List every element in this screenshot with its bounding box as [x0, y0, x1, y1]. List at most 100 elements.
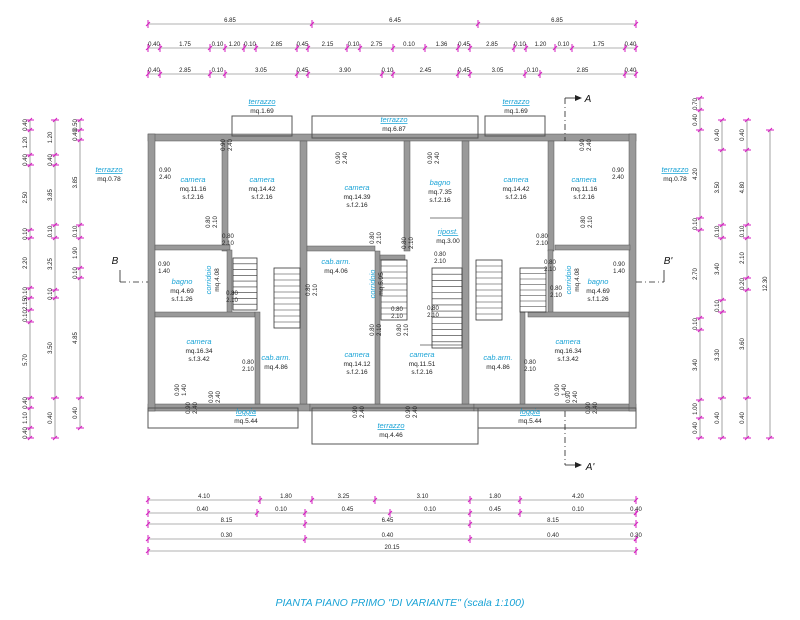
room-name: loggia — [520, 407, 540, 416]
section-arrow — [575, 462, 582, 468]
dimension-tick — [309, 21, 315, 27]
dimension-value: 0.30 — [221, 533, 233, 539]
dimension-value: 0.10 — [48, 225, 54, 237]
dimension-value: 0.40 — [23, 119, 29, 131]
room-area: mq.3.00 — [436, 238, 460, 245]
door-height-label: 2.10 — [434, 259, 446, 265]
door-width-label: 0.80 — [242, 360, 254, 366]
dimension-value: 0.40 — [740, 129, 746, 141]
door-width-label: 0.80 — [427, 306, 439, 312]
dimension-tick — [390, 45, 396, 51]
wall — [403, 140, 411, 252]
room-surface-finestrata: s.f.2.16 — [411, 369, 433, 376]
room-area: mq.14.12 — [343, 361, 370, 368]
room-name: corridoio — [368, 270, 377, 299]
dimension-tick — [254, 510, 260, 516]
dimension-value: 0.40 — [148, 68, 160, 74]
room-surface-finestrata: s.f.2.16 — [251, 194, 273, 201]
room-name: camera — [344, 183, 369, 192]
dimension-value: 1.20 — [229, 42, 241, 48]
dimension-value: 0.40 — [630, 507, 642, 513]
door-width-label: 0.80 — [370, 232, 376, 244]
dimension-tick — [27, 425, 33, 431]
dimension-value: 3.40 — [715, 263, 721, 275]
dimension-value: 1.00 — [693, 403, 699, 415]
room-name: bagno — [588, 277, 609, 286]
dimension-value: 3.50 — [48, 342, 54, 354]
room-name: loggia — [236, 407, 256, 416]
door-height-label: 1.40 — [613, 269, 625, 275]
dimension-value: 2.85 — [179, 68, 191, 74]
door-height-label: 2.40 — [159, 175, 171, 181]
room-area: mq.16.34 — [185, 348, 212, 355]
walls — [147, 115, 637, 445]
door-width-label: 0.90 — [221, 139, 227, 151]
room-area: mq.6.87 — [382, 126, 406, 133]
dimension-value: 6.45 — [382, 518, 394, 524]
door-height-label: 2.40 — [573, 391, 579, 403]
dimension-tick — [467, 510, 473, 516]
room-name: corridoio — [204, 266, 213, 295]
door-width-label: 0.90 — [612, 168, 624, 174]
dimension-value: 0.10 — [693, 218, 699, 230]
door-height-label: 2.10 — [524, 367, 536, 373]
dimension-value: 0.10 — [348, 42, 360, 48]
dimension-tick — [52, 435, 58, 441]
dimension-tick — [719, 395, 725, 401]
dimension-value: 0.40 — [740, 412, 746, 424]
dimension-value: 0.45 — [297, 68, 309, 74]
dimension-tick — [517, 510, 523, 516]
door-height-label: 2.40 — [435, 152, 441, 164]
room-name: cab.arm. — [483, 353, 512, 362]
dimension-value: 3.90 — [339, 68, 351, 74]
wall — [379, 254, 406, 261]
door-height-label: 2.10 — [377, 324, 383, 336]
wall — [628, 133, 637, 412]
dimension-value: 2.15 — [322, 42, 334, 48]
dimension-tick — [633, 521, 639, 527]
dimension-tick — [390, 71, 396, 77]
door-height-label: 2.40 — [343, 152, 349, 164]
dimension-tick — [467, 71, 473, 77]
room-area: mq.11.16 — [571, 186, 598, 193]
dimension-tick — [77, 117, 83, 123]
wall — [547, 140, 555, 252]
room-area: mq.1.69 — [250, 108, 274, 115]
door-height-label: 2.10 — [427, 313, 439, 319]
door-height-label: 2.10 — [588, 216, 594, 228]
room-area: mq.14.39 — [343, 194, 370, 201]
dimension-value: 2.85 — [577, 68, 589, 74]
dimension-tick — [27, 127, 33, 133]
dimension-value: 0.45 — [297, 42, 309, 48]
dimension-tick — [523, 45, 529, 51]
dimension-value: 0.10 — [275, 507, 287, 513]
dimension-tick — [622, 45, 628, 51]
room-name: camera — [571, 175, 596, 184]
dimension-tick — [719, 435, 725, 441]
dimension-value: 0.40 — [547, 533, 559, 539]
dimension-value: 0.40 — [382, 533, 394, 539]
dimension-value: 0.40 — [715, 129, 721, 141]
dimension-tick — [294, 45, 300, 51]
dimension-tick — [633, 536, 639, 542]
dimension-tick — [744, 435, 750, 441]
room-labels: terrazzomq.1.69terrazzomq.6.87terrazzomq… — [95, 97, 688, 439]
dimension-value: 4.85 — [73, 332, 79, 344]
door-height-label: 2.40 — [612, 175, 624, 181]
section-label: A — [584, 94, 592, 105]
dimension-value: 1.75 — [593, 42, 605, 48]
dimension-tick — [302, 521, 308, 527]
door-height-label: 2.10 — [536, 241, 548, 247]
dimension-tick — [344, 45, 350, 51]
room-name: ripost. — [438, 227, 458, 236]
door-height-label: 2.40 — [193, 402, 199, 414]
dimension-value: 8.15 — [547, 518, 559, 524]
dimension-tick — [455, 71, 461, 77]
dimension-value: 0.10 — [73, 225, 79, 237]
dimension-value: 12.30 — [763, 276, 769, 292]
dimension-tick — [744, 147, 750, 153]
room-name: camera — [186, 337, 211, 346]
room-area: mq.4.69 — [586, 288, 610, 295]
room-name: camera — [555, 337, 580, 346]
